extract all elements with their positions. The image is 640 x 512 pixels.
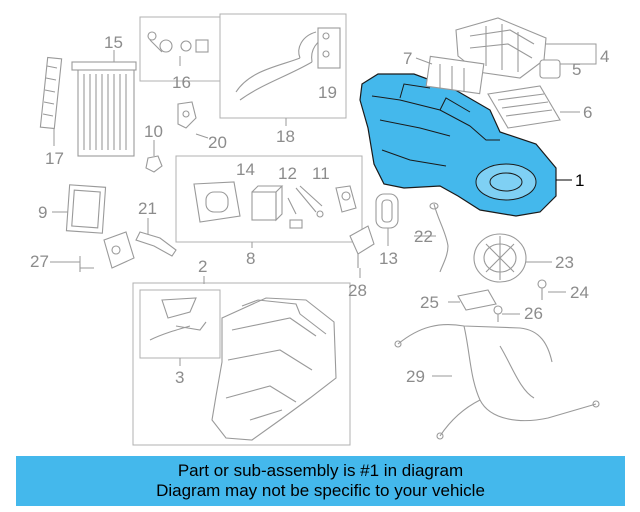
callout-23[interactable]: 23: [555, 253, 574, 272]
leader-line-27: [50, 256, 81, 268]
parts-diagram: [39, 13, 600, 446]
callout-3[interactable]: 3: [175, 368, 185, 387]
mount-bracket-part: [79, 231, 135, 272]
callout-15[interactable]: 15: [104, 33, 123, 52]
callout-9[interactable]: 9: [38, 203, 48, 222]
banner-line-2: Diagram may not be specific to your vehi…: [156, 481, 485, 500]
gasket-part: [193, 181, 241, 223]
callout-21[interactable]: 21: [138, 199, 157, 218]
wiring-harness-part: [394, 324, 600, 440]
callout-5[interactable]: 5: [572, 60, 582, 79]
callout-24[interactable]: 24: [570, 283, 589, 302]
callout-11[interactable]: 11: [312, 164, 330, 183]
callout-27[interactable]: 27: [30, 252, 49, 271]
group-box-2: [132, 282, 351, 446]
banner-line-1: Part or sub-assembly is #1 in diagram: [177, 461, 464, 480]
control-module-part: [251, 185, 284, 222]
callout-2[interactable]: 2: [198, 257, 208, 276]
heater-case-part: [211, 297, 337, 441]
blower-motor-part: [473, 233, 527, 283]
callout-10[interactable]: 10: [144, 122, 163, 141]
callout-14[interactable]: 14: [236, 160, 255, 179]
callout-19[interactable]: 19: [318, 83, 337, 102]
callout-8[interactable]: 8: [246, 249, 256, 268]
fastener-set-part: [147, 31, 209, 53]
valve-part: [335, 185, 357, 213]
callout-1[interactable]: 1: [575, 171, 585, 190]
leader-line-4: [546, 43, 597, 65]
hose-assembly-part: [235, 27, 341, 101]
callout-16[interactable]: 16: [172, 73, 191, 92]
callout-12[interactable]: 12: [278, 164, 297, 183]
drain-tube-part: [429, 202, 449, 273]
callout-25[interactable]: 25: [420, 293, 439, 312]
info-banner: Part or sub-assembly is #1 in diagram Di…: [16, 456, 625, 506]
callout-4[interactable]: 4: [600, 47, 610, 66]
leader-line-7: [415, 57, 433, 65]
callout-29[interactable]: 29: [406, 367, 425, 386]
blower-housing-assembly-part: [359, 73, 557, 217]
screw-small-part: [493, 305, 503, 322]
cabin-filter-frame-part: [65, 184, 107, 234]
bracket-part: [177, 101, 197, 129]
grille-part: [425, 55, 485, 95]
resistor-part: [457, 289, 497, 311]
callout-26[interactable]: 26: [524, 304, 543, 323]
gasket-seal-part: [375, 193, 399, 229]
air-filter-part: [487, 85, 561, 129]
evaporator-core-part: [71, 61, 137, 157]
connector-part: [349, 225, 375, 268]
callout-20[interactable]: 20: [208, 133, 227, 152]
actuator-linkage-part: [149, 297, 207, 341]
screw-part: [537, 279, 547, 300]
callout-13[interactable]: 13: [379, 249, 398, 268]
callout-17[interactable]: 17: [45, 149, 64, 168]
sensor-part: [145, 155, 163, 173]
group-box-8: [175, 155, 363, 243]
callout-28[interactable]: 28: [348, 281, 367, 300]
group-box-18: [219, 13, 347, 119]
callout-7[interactable]: 7: [403, 49, 413, 68]
temperature-sensor-part: [135, 231, 177, 257]
clip-part: [539, 59, 561, 79]
leader-line-20: [195, 133, 209, 139]
callout-22[interactable]: 22: [414, 227, 433, 246]
seal-strip-part: [39, 56, 63, 130]
actuator-part: [287, 185, 324, 229]
callout-6[interactable]: 6: [583, 103, 593, 122]
callout-18[interactable]: 18: [276, 127, 295, 146]
